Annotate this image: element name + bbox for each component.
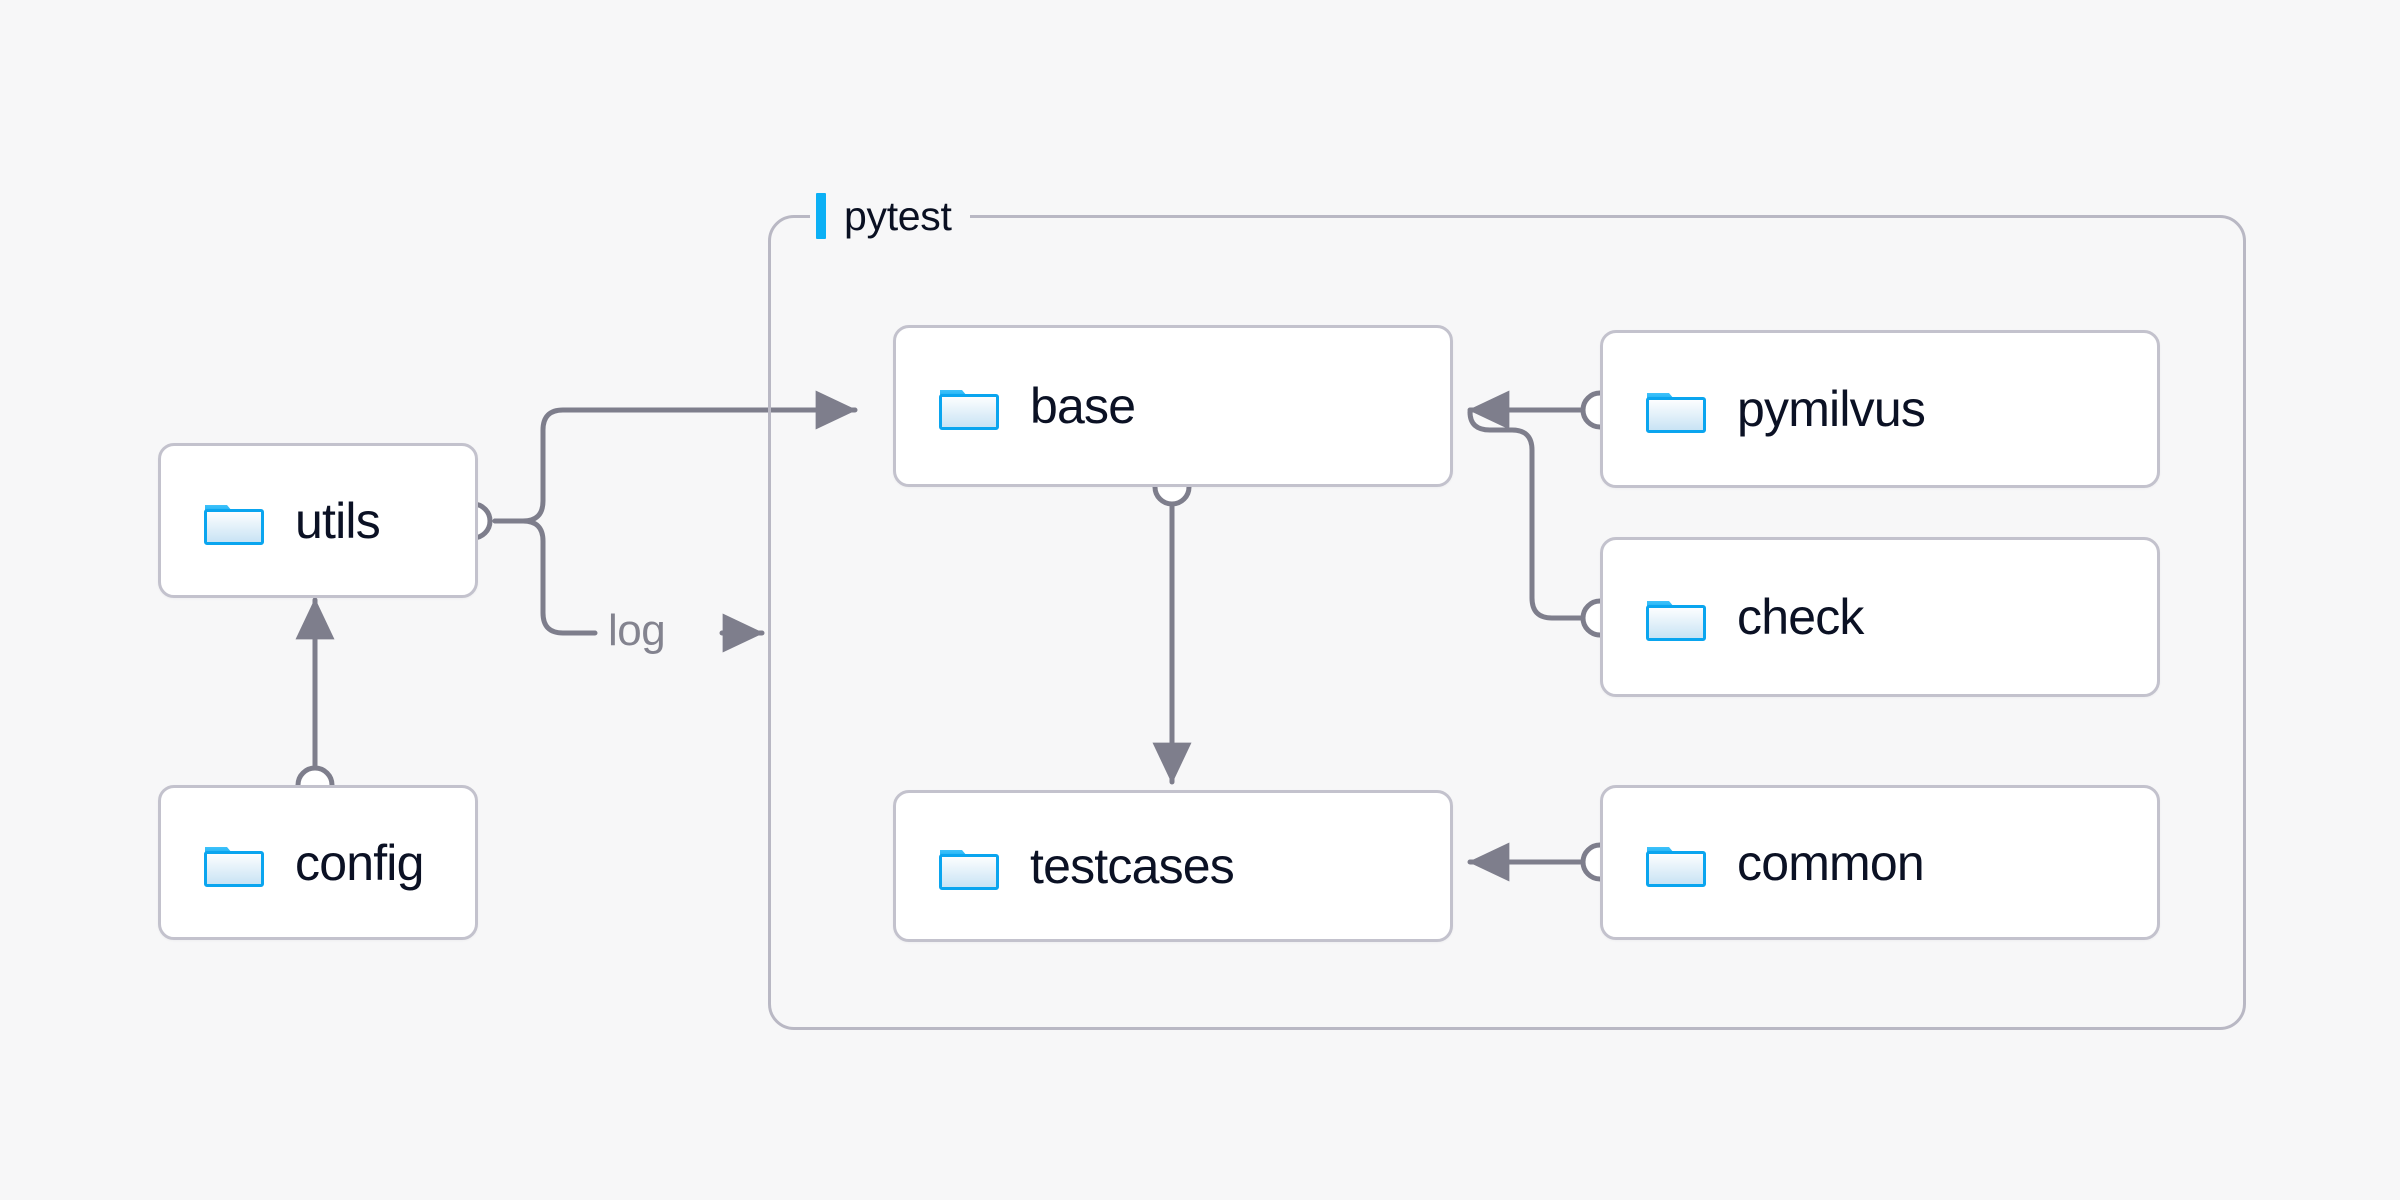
node-label-check: check [1737, 589, 1864, 645]
node-testcases[interactable]: testcases [893, 790, 1453, 942]
folder-icon [1646, 393, 1706, 433]
node-utils[interactable]: utils [158, 443, 478, 598]
group-title-text: pytest [844, 193, 952, 239]
pytest-group-container[interactable] [768, 215, 2246, 1030]
group-accent-bar [816, 193, 826, 239]
edge-utils-to-log [492, 518, 598, 636]
node-label-config: config [295, 834, 424, 891]
node-pymilvus[interactable]: pymilvus [1600, 330, 2160, 488]
edge-label-log: log [608, 606, 666, 655]
pytest-group-label: pytest [810, 188, 970, 244]
folder-icon [939, 850, 999, 890]
node-label-common: common [1737, 834, 1925, 891]
node-label-base: base [1030, 378, 1136, 434]
node-common[interactable]: common [1600, 785, 2160, 940]
node-config[interactable]: config [158, 785, 478, 940]
folder-icon [204, 846, 264, 887]
node-label-testcases: testcases [1030, 838, 1235, 894]
folder-icon [1646, 601, 1706, 641]
node-label-utils: utils [295, 492, 381, 549]
node-label-pymilvus: pymilvus [1737, 381, 1926, 437]
folder-icon [204, 504, 264, 545]
folder-icon [1646, 846, 1706, 887]
node-base[interactable]: base [893, 325, 1453, 487]
node-check[interactable]: check [1600, 537, 2160, 697]
folder-icon [939, 390, 999, 430]
